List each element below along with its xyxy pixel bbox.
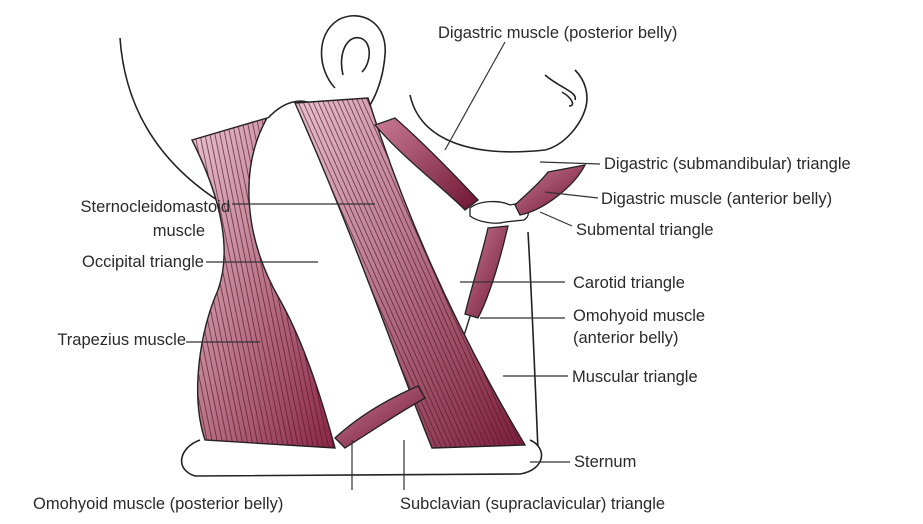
label-trapezius-muscle: Trapezius muscle <box>57 330 186 351</box>
label-omohyoid-posterior-belly: Omohyoid muscle (posterior belly) <box>33 494 283 515</box>
label-sternocleidomastoid-line1: Sternocleidomastoid <box>81 197 231 218</box>
digastric-anterior-belly <box>515 165 585 215</box>
label-omohyoid-anterior-line2: (anterior belly) <box>573 328 678 349</box>
label-occipital-triangle: Occipital triangle <box>82 252 204 273</box>
muscle-fiber <box>140 110 210 455</box>
omohyoid-anterior-belly <box>465 226 508 318</box>
leader-submental <box>540 212 572 226</box>
ear <box>322 16 386 108</box>
muscle-fiber <box>135 110 205 455</box>
label-sternocleidomastoid-line2: muscle <box>153 221 205 242</box>
label-submental-triangle: Submental triangle <box>576 220 714 241</box>
muscle-fiber <box>130 110 200 455</box>
label-muscular-triangle: Muscular triangle <box>572 367 698 388</box>
jaw-outline <box>410 70 587 152</box>
label-carotid-triangle: Carotid triangle <box>573 273 685 294</box>
label-subclavian-triangle: Subclavian (supraclavicular) triangle <box>400 494 665 515</box>
label-digastric-anterior-belly: Digastric muscle (anterior belly) <box>601 189 832 210</box>
label-digastric-triangle: Digastric (submandibular) triangle <box>604 154 851 175</box>
leader-digastric-posterior <box>445 42 505 150</box>
label-sternum: Sternum <box>574 452 636 473</box>
label-digastric-posterior-belly: Digastric muscle (posterior belly) <box>438 23 677 44</box>
front-neck-outline <box>528 232 538 450</box>
label-omohyoid-anterior-line1: Omohyoid muscle <box>573 306 705 327</box>
omohyoid-posterior-belly <box>335 386 425 448</box>
leader-digastric-triangle <box>540 162 600 164</box>
